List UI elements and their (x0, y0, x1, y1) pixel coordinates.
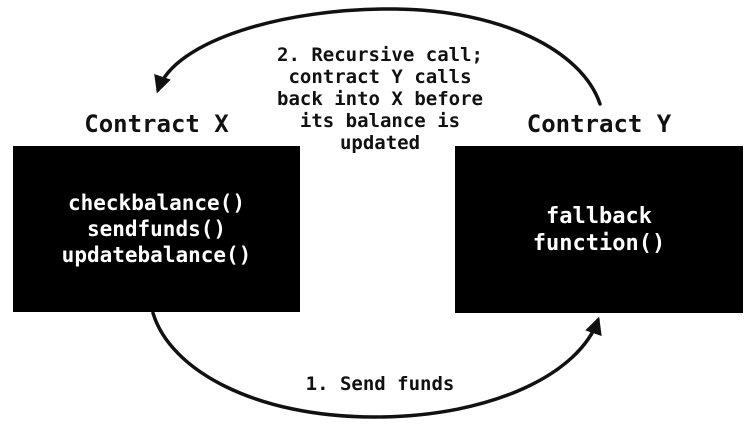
contract-y-function: fallback (546, 203, 652, 229)
contract-y-function: function() (532, 230, 666, 256)
recursive-call-annotation: 2. Recursive call; contract Y calls back… (220, 44, 540, 154)
annotation-line: contract Y calls (288, 66, 472, 88)
annotation-line: back into X before (277, 88, 483, 110)
contract-x-function: sendfunds() (86, 217, 227, 241)
send-funds-arrow (151, 311, 602, 419)
contract-y-label: Contract Y (526, 110, 672, 138)
annotation-line: its balance is (299, 110, 461, 132)
contract-x-label: Contract X (84, 110, 229, 138)
contract-x-box: checkbalance() sendfunds() updatebalance… (13, 146, 300, 312)
annotation-line: updated (339, 132, 421, 154)
contract-y-box: fallback function() (455, 146, 743, 313)
contract-x-function: checkbalance() (67, 191, 245, 215)
annotation-line: 2. Recursive call; (277, 44, 483, 66)
contract-x-function: updatebalance() (61, 243, 252, 267)
recursive-call-arrow (154, 7, 602, 106)
send-funds-annotation: 1. Send funds (305, 373, 455, 395)
